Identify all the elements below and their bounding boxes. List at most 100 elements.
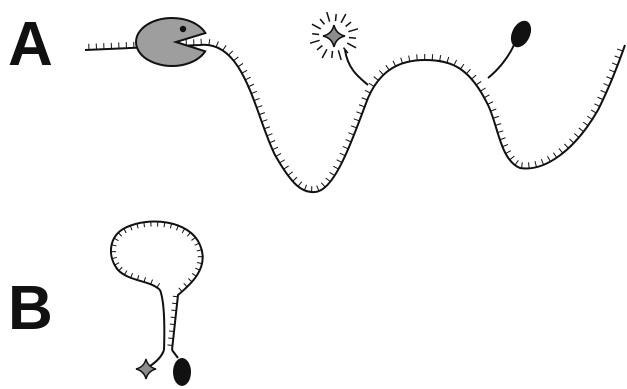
base-tick: [171, 317, 176, 318]
base-tick: [298, 182, 302, 187]
star-ray: [312, 24, 321, 29]
base-tick: [184, 283, 187, 287]
base-tick: [379, 70, 383, 74]
base-tick: [248, 84, 254, 86]
base-tick: [612, 63, 618, 65]
base-tick: [293, 177, 297, 181]
base-tick: [284, 166, 289, 169]
star-ray: [317, 45, 322, 49]
star-ray: [320, 19, 324, 24]
base-tick: [393, 61, 396, 66]
base-tick: [606, 77, 612, 79]
base-tick: [506, 151, 511, 154]
base-tick: [254, 98, 260, 100]
star-ray: [312, 34, 319, 35]
star-ray: [348, 29, 358, 32]
quencher-oval-icon-a: [507, 18, 535, 51]
base-tick: [304, 185, 306, 191]
base-tick: [351, 126, 357, 128]
base-tick: [535, 161, 537, 167]
base-tick: [615, 56, 621, 58]
base-tick: [369, 83, 374, 86]
base-tick: [119, 267, 122, 271]
base-tick: [270, 141, 276, 143]
base-tick: [229, 51, 233, 55]
base-tick: [488, 102, 493, 105]
base-tick: [583, 122, 588, 125]
base-tick: [151, 280, 153, 285]
base-tick: [118, 233, 121, 237]
base-tick: [280, 160, 285, 163]
base-tick: [188, 279, 192, 282]
base-tick: [245, 77, 250, 80]
base-tick: [553, 153, 556, 158]
base-tick: [515, 160, 518, 165]
base-tick: [264, 127, 270, 129]
base-tick: [522, 162, 523, 168]
base-tick: [480, 88, 485, 91]
star-ray: [332, 51, 333, 58]
base-tick: [276, 153, 281, 156]
base-tick: [354, 119, 360, 121]
base-tick: [484, 95, 489, 98]
base-tick: [242, 70, 247, 73]
base-tick: [337, 160, 342, 163]
base-tick: [559, 148, 563, 153]
fluorophore-star-icon-b: [136, 359, 156, 379]
base-tick: [617, 49, 623, 51]
base-tick: [114, 238, 118, 240]
base-tick: [340, 153, 345, 155]
base-tick: [330, 172, 335, 175]
oval-linker-a: [488, 45, 514, 78]
base-tick: [216, 41, 218, 47]
base-tick: [169, 331, 174, 332]
base-tick: [223, 45, 226, 50]
panel-b: [111, 221, 203, 386]
base-tick: [440, 55, 441, 61]
base-tick: [173, 296, 178, 297]
base-tick: [454, 60, 457, 65]
base-tick: [195, 243, 200, 245]
base-tick: [257, 106, 263, 108]
fluorophore-star-icon-a: [310, 12, 358, 60]
base-tick: [234, 57, 239, 61]
base-tick: [168, 338, 173, 339]
base-tick: [144, 277, 145, 282]
base-tick: [401, 58, 403, 64]
base-tick: [157, 283, 160, 287]
star-ray: [338, 50, 341, 60]
base-tick: [569, 139, 573, 143]
base-tick: [288, 172, 293, 176]
base-tick: [609, 70, 615, 72]
oval-linker-b: [172, 350, 178, 358]
base-tick: [321, 183, 325, 187]
base-tick: [172, 303, 177, 304]
hairpin-loop-line: [111, 221, 203, 350]
base-tick: [179, 288, 182, 292]
base-tick: [326, 178, 331, 182]
hairpin-ticks: [111, 222, 203, 346]
panel-a: [85, 12, 625, 192]
base-tick: [594, 104, 599, 107]
base-tick: [476, 81, 481, 84]
base-tick: [137, 275, 138, 280]
base-tick: [362, 98, 368, 100]
base-tick: [598, 97, 603, 100]
base-tick: [343, 146, 349, 148]
star-ray: [349, 37, 356, 38]
base-tick: [374, 77, 379, 81]
base-tick: [267, 134, 273, 136]
base-tick: [251, 91, 257, 93]
base-tick: [317, 186, 319, 192]
base-tick: [262, 120, 268, 122]
base-tick: [168, 345, 173, 346]
base-tick: [124, 229, 126, 233]
quencher-oval-icon-b: [173, 358, 191, 386]
base-tick: [365, 90, 370, 93]
base-tick: [192, 273, 196, 276]
base-tick: [466, 69, 470, 73]
base-tick: [417, 54, 418, 60]
base-tick: [115, 263, 119, 265]
